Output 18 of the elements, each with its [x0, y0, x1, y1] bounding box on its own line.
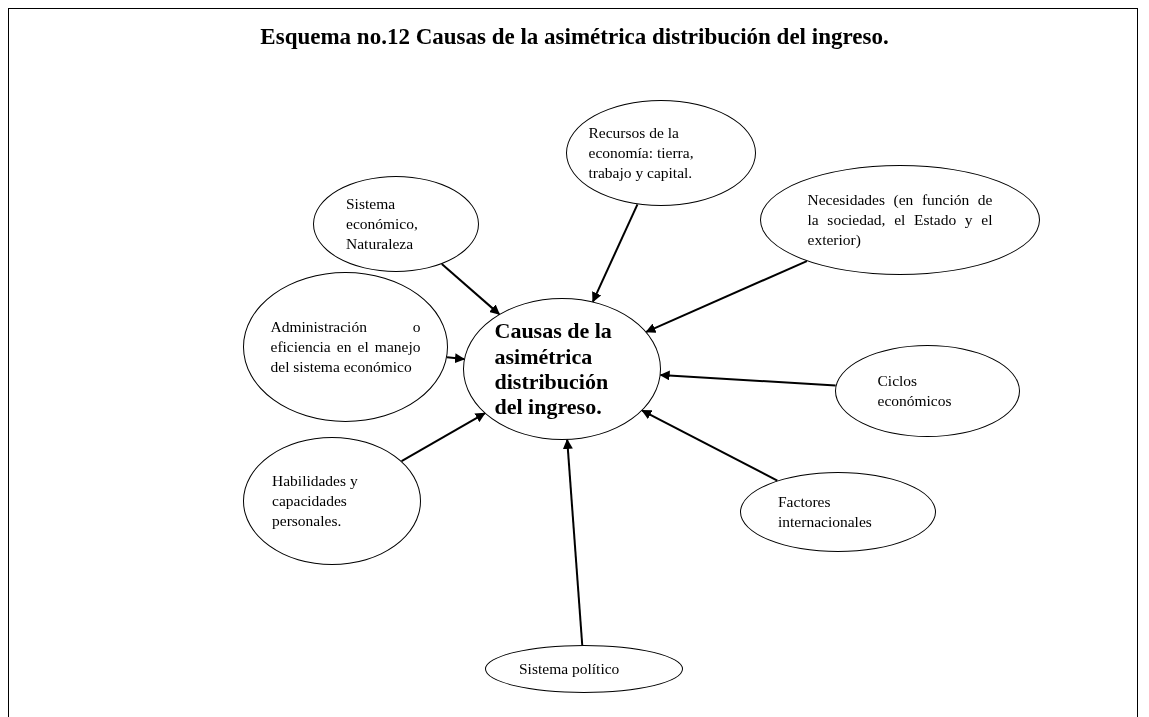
- arrow: [659, 370, 837, 387]
- arrow: [645, 260, 808, 333]
- arrow: [446, 353, 465, 364]
- node-text: Habilidades y capacidades personales.: [272, 470, 359, 532]
- arrow: [641, 409, 779, 482]
- node-text: Necesidades (en función de la sociedad, el Estado y el exterior): [807, 189, 993, 251]
- node-text: Factores internacionales: [778, 491, 873, 532]
- diagram-title: Esquema no.12 Causas de la asimétrica distribución del ingreso.: [259, 24, 890, 50]
- node-text: Sistema económico, Naturaleza: [346, 193, 419, 255]
- node-text: Ciclos económicos: [877, 370, 953, 411]
- node-text: Administración o eficiencia en el manejo del sistema económico: [270, 316, 421, 378]
- arrow: [440, 263, 501, 316]
- node-text: Recursos de la economía: tierra, trabajo y capital.: [588, 122, 695, 184]
- arrow: [400, 412, 486, 463]
- node-text: Causas de la asimétrica distribución del ingreso.: [494, 318, 613, 420]
- arrow: [562, 438, 584, 646]
- node-text: Sistema político: [519, 658, 621, 679]
- arrow: [591, 203, 639, 303]
